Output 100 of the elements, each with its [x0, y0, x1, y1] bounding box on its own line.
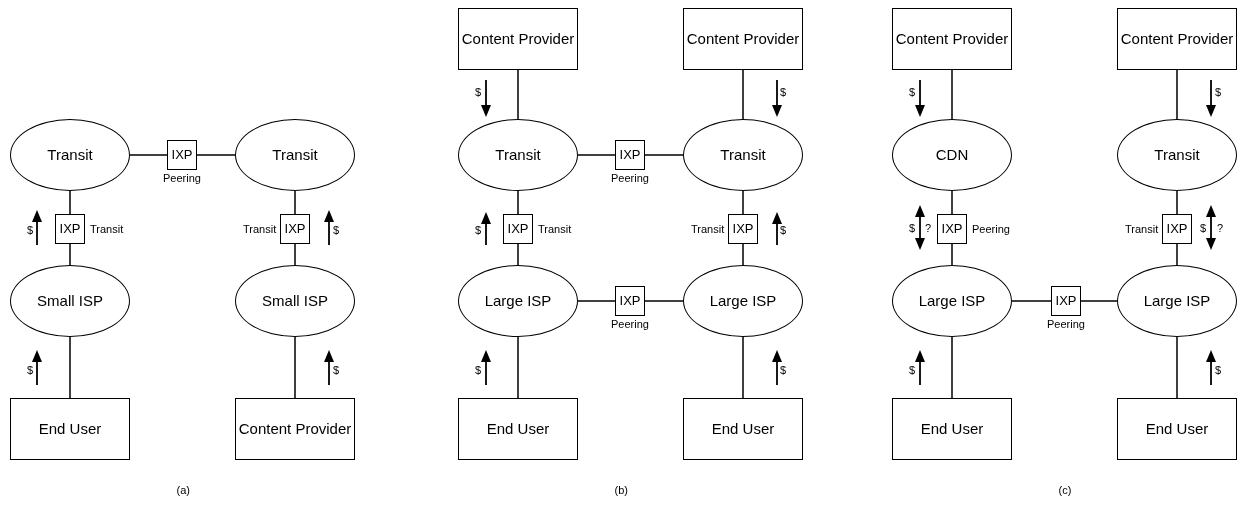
panel-caption: (a) — [176, 483, 190, 497]
node-label: IXP — [941, 220, 963, 238]
flow-label: $ — [475, 223, 482, 237]
flow-label: $ — [333, 223, 340, 237]
flow-label: $ — [333, 363, 340, 377]
link-type-label: Transit — [90, 222, 124, 236]
flow-label: $ — [909, 363, 916, 377]
node-label: IXP — [1166, 220, 1188, 238]
connector-line — [577, 300, 616, 302]
ixp-box — [728, 214, 758, 244]
ixp-box — [1162, 214, 1192, 244]
connector-line — [1176, 243, 1178, 266]
connector-line — [517, 336, 519, 399]
entity-box — [458, 398, 578, 460]
node-label: IXP — [732, 220, 754, 238]
panel-caption: (b) — [614, 483, 628, 497]
ixp-box — [167, 140, 197, 170]
connector-line — [1080, 300, 1118, 302]
flow-label: $ — [1215, 363, 1222, 377]
node-label: Transit — [272, 146, 318, 164]
connector-line — [129, 154, 168, 156]
entity-box — [1117, 398, 1237, 460]
flow-label: $ — [475, 85, 482, 99]
flow-label: $ — [475, 363, 482, 377]
node-label: Content Provider — [895, 30, 1009, 48]
link-type-label: Peering — [611, 318, 649, 331]
node-label: IXP — [171, 146, 193, 164]
link-type-label: Transit — [1125, 222, 1159, 236]
entity-box — [235, 398, 355, 460]
connector-line — [742, 243, 744, 266]
connector-line — [69, 190, 71, 215]
flow-label: $ — [1215, 85, 1222, 99]
node-label: End User — [920, 420, 984, 438]
connector-line — [951, 336, 953, 399]
link-type-label: Peering — [1047, 318, 1085, 331]
connector-line — [196, 154, 236, 156]
connector-line — [1176, 69, 1178, 120]
connector-line — [1011, 300, 1052, 302]
node-label: CDN — [935, 146, 969, 164]
entity-box — [683, 8, 803, 70]
node-label: End User — [711, 420, 775, 438]
connector-line — [951, 69, 953, 120]
flow-label: $ — [27, 363, 34, 377]
node-label: Content Provider — [686, 30, 800, 48]
connector-line — [294, 243, 296, 266]
flow-label: ? — [1217, 221, 1224, 235]
node-label: End User — [1145, 420, 1209, 438]
ixp-box — [615, 140, 645, 170]
node-label: Small ISP — [37, 292, 103, 310]
node-label: Large ISP — [918, 292, 986, 310]
entity-box — [1117, 8, 1237, 70]
node-label: IXP — [619, 292, 641, 310]
node-label: Transit — [495, 146, 541, 164]
node-label: Content Provider — [1120, 30, 1234, 48]
flow-label: $ — [27, 223, 34, 237]
connector-line — [69, 243, 71, 266]
node-label: Large ISP — [709, 292, 777, 310]
link-type-label: Peering — [972, 222, 1010, 236]
ixp-box — [1051, 286, 1081, 316]
entity-box — [458, 8, 578, 70]
connector-line — [517, 190, 519, 215]
node-label: End User — [38, 420, 102, 438]
flow-label: $ — [780, 223, 787, 237]
link-type-label: Peering — [611, 172, 649, 185]
connector-line — [742, 69, 744, 120]
node-label: Large ISP — [1143, 292, 1211, 310]
connector-line — [644, 300, 684, 302]
node-label: Small ISP — [262, 292, 328, 310]
node-label: Transit — [1154, 146, 1200, 164]
connector-line — [517, 243, 519, 266]
connector-line — [1176, 190, 1178, 215]
ixp-box — [937, 214, 967, 244]
node-label: Content Provider — [461, 30, 575, 48]
connector-line — [951, 243, 953, 266]
connector-line — [294, 336, 296, 399]
ixp-box — [280, 214, 310, 244]
ixp-box — [55, 214, 85, 244]
node-label: IXP — [619, 146, 641, 164]
connector-line — [69, 336, 71, 399]
connector-line — [517, 69, 519, 120]
flow-label: $ — [909, 85, 916, 99]
node-label: Content Provider — [238, 420, 352, 438]
node-label: Large ISP — [484, 292, 552, 310]
node-label: Transit — [720, 146, 766, 164]
flow-label: ? — [925, 221, 932, 235]
entity-box — [892, 398, 1012, 460]
node-label: End User — [486, 420, 550, 438]
connector-line — [644, 154, 684, 156]
node-label: IXP — [284, 220, 306, 238]
entity-box — [892, 8, 1012, 70]
connector-line — [742, 336, 744, 399]
panel-caption: (c) — [1058, 483, 1072, 497]
flow-label: $ — [780, 363, 787, 377]
ixp-box — [503, 214, 533, 244]
connector-line — [951, 190, 953, 215]
flow-label: $ — [780, 85, 787, 99]
entity-box — [683, 398, 803, 460]
connector-line — [1176, 336, 1178, 399]
node-label: Transit — [47, 146, 93, 164]
flow-label: $ — [1200, 221, 1207, 235]
